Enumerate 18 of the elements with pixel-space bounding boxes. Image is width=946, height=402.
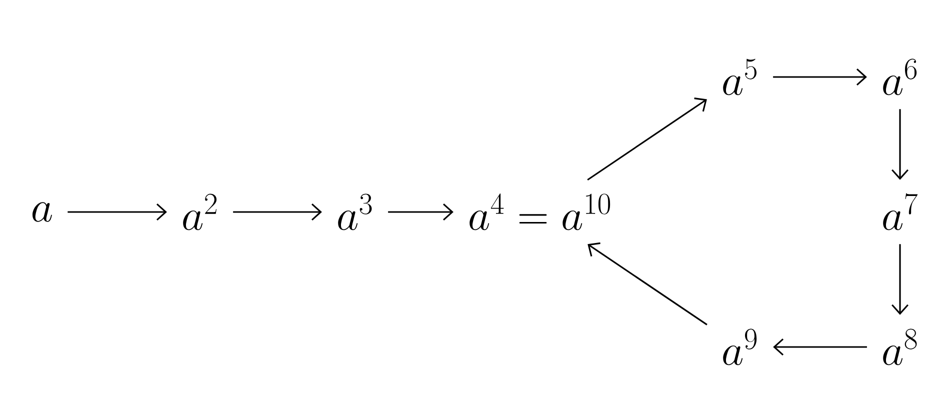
arrow bbox=[892, 109, 908, 180]
arrow bbox=[68, 204, 167, 220]
math-term: $a^{5}$ bbox=[723, 58, 757, 96]
arrow bbox=[892, 244, 908, 315]
arrow bbox=[773, 68, 867, 86]
arrow bbox=[388, 204, 454, 220]
math-term: $a^{6}$ bbox=[883, 58, 917, 96]
arrow bbox=[588, 242, 708, 326]
math-term: $a^{9}$ bbox=[723, 328, 757, 366]
arrow bbox=[587, 98, 707, 181]
math-term: $a^{3}$ bbox=[338, 194, 372, 230]
arrow bbox=[233, 204, 322, 220]
arrow bbox=[773, 338, 867, 356]
math-term: $a^{4}=a^{10}$ bbox=[470, 194, 610, 230]
math-term: $a$ bbox=[32, 202, 52, 222]
math-term: $a^{8}$ bbox=[883, 328, 917, 366]
math-term: $a^{7}$ bbox=[883, 193, 918, 230]
math-term: $a^{2}$ bbox=[183, 194, 217, 230]
